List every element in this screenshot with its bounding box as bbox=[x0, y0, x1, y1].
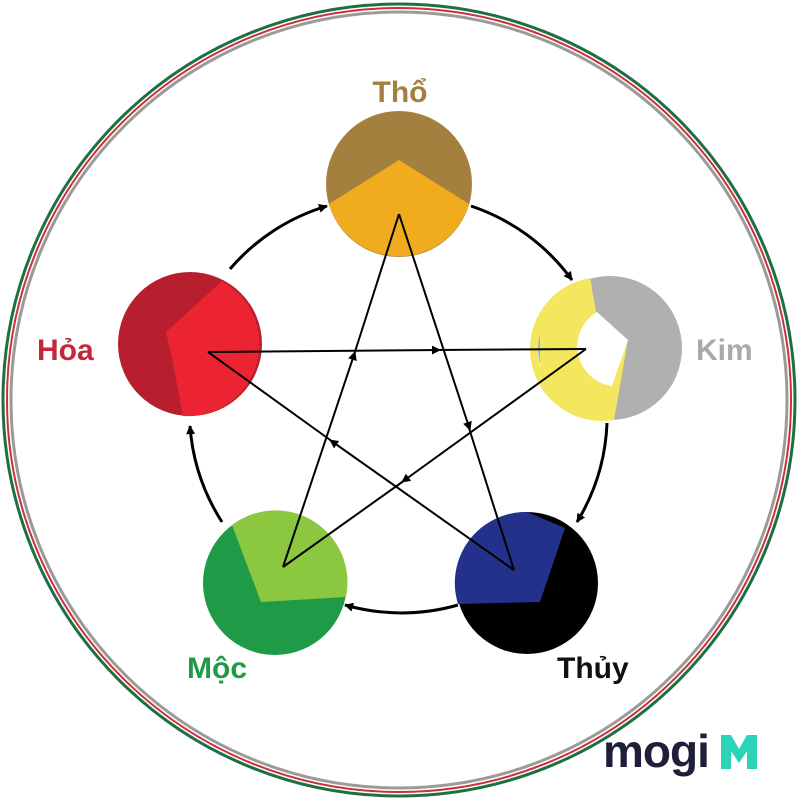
overcoming-star bbox=[207, 213, 587, 571]
star-line-hoa-to-kim bbox=[207, 345, 441, 355]
element-moc bbox=[203, 510, 348, 655]
star-line-kim-to-moc-rest bbox=[282, 479, 406, 568]
generating-cycle bbox=[186, 204, 609, 615]
label-tho: Thổ bbox=[373, 76, 428, 109]
mogi-logo-icon bbox=[720, 735, 757, 769]
star-line-thuy-to-hoa bbox=[329, 439, 515, 571]
arrow-hoa-to-tho bbox=[228, 204, 328, 270]
label-hoa: Hỏa bbox=[37, 334, 94, 367]
star-line-moc-to-tho bbox=[282, 351, 357, 568]
moc-inner-wedge-top bbox=[232, 522, 347, 597]
arrow-moc-to-hoa bbox=[186, 425, 224, 523]
label-moc: Mộc bbox=[187, 652, 247, 685]
border-ring-inner bbox=[9, 10, 789, 790]
star-line-hoa-to-kim-rest bbox=[435, 348, 587, 351]
label-kim: Kim bbox=[696, 334, 753, 367]
tho-inner-wedge bbox=[329, 160, 469, 257]
star-line-thuy-to-hoa-rest bbox=[207, 351, 334, 443]
star-line-tho-to-thuy bbox=[398, 213, 472, 431]
label-thuy: Thủy bbox=[557, 652, 629, 685]
brand-watermark: mogi bbox=[603, 728, 761, 774]
border-ring-mid bbox=[6, 7, 792, 793]
arrow-thuy-to-moc bbox=[344, 602, 459, 615]
element-tho bbox=[326, 111, 472, 257]
star-line-tho-to-thuy-rest bbox=[467, 424, 515, 571]
arrow-tho-to-kim bbox=[470, 204, 574, 281]
brand-text: mogi bbox=[603, 725, 710, 777]
arrow-kim-to-thuy bbox=[575, 422, 609, 523]
kim-white-notch bbox=[577, 312, 628, 386]
element-hoa bbox=[118, 272, 262, 417]
hoa-inner-wedge bbox=[166, 281, 260, 417]
element-kim bbox=[529, 276, 682, 422]
star-line-moc-to-tho-rest bbox=[352, 213, 400, 359]
element-thuy bbox=[454, 511, 598, 654]
star-line-kim-to-moc bbox=[401, 348, 587, 483]
